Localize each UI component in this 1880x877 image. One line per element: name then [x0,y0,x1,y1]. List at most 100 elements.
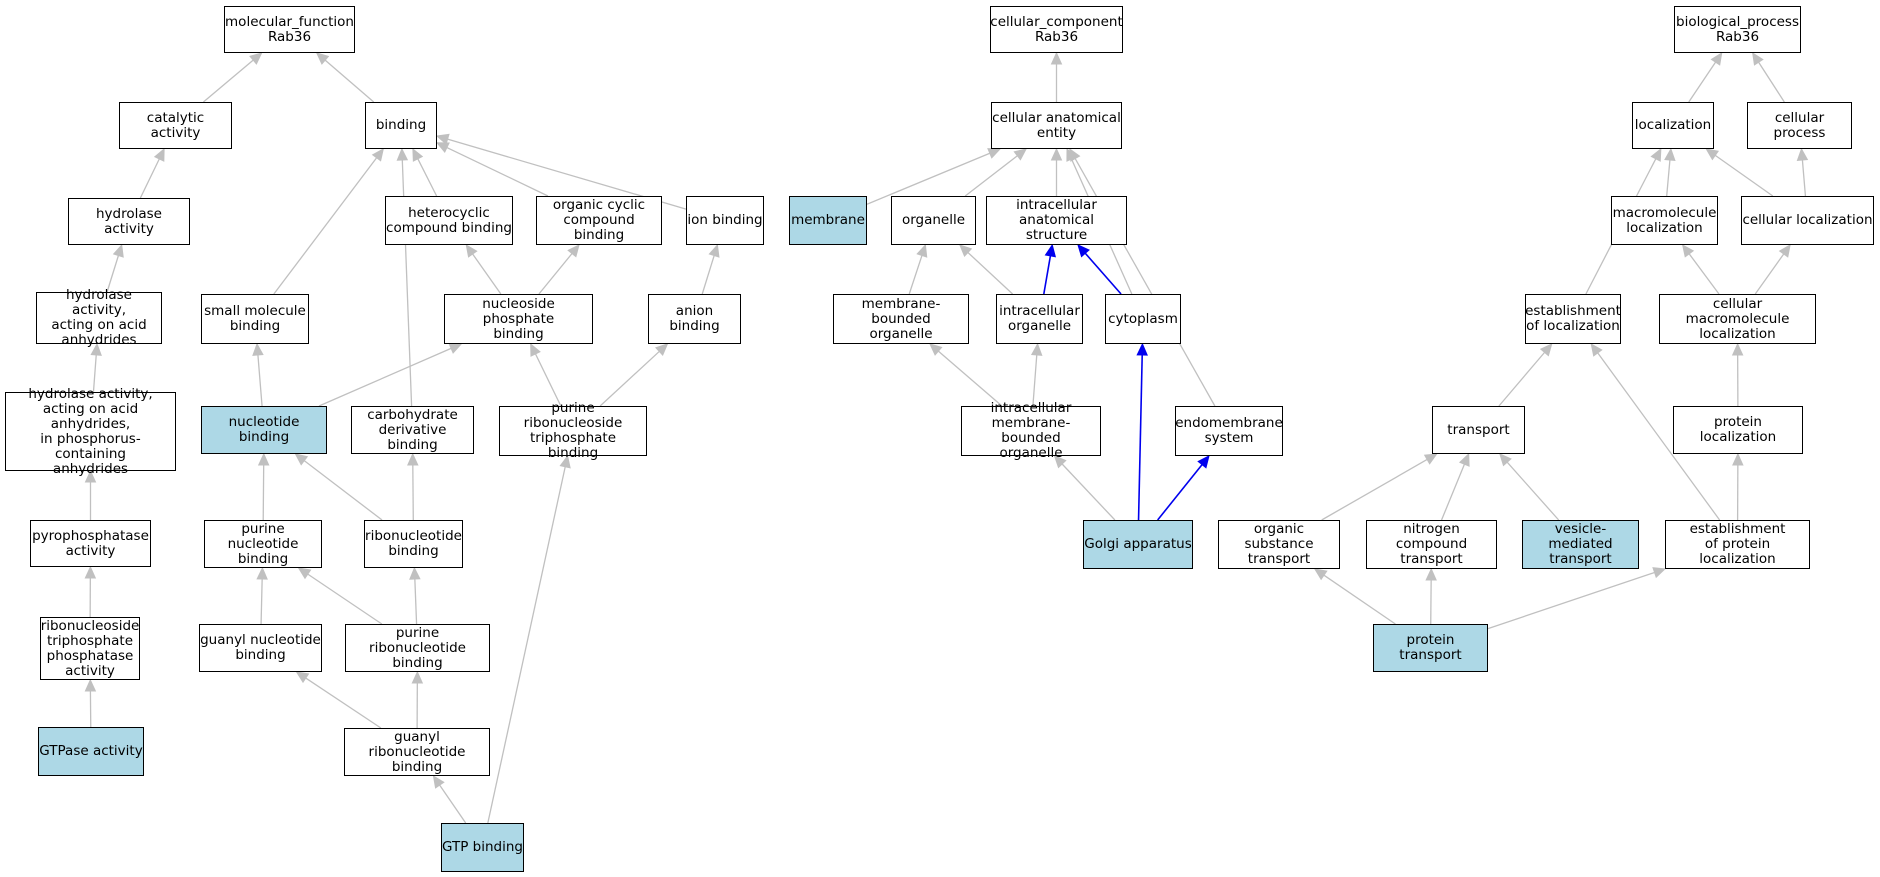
go-term-node-hydrolase[interactable]: hydrolase activity [68,198,190,245]
edge-arrowhead [295,671,310,684]
go-term-node-cae[interactable]: cellular anatomical entity [991,102,1122,149]
edge-ost-to-transport [1321,453,1438,521]
edge-line [866,152,991,205]
edge-arrowhead [435,142,450,153]
go-term-node-orgcyc[interactable]: organic cyclic compound binding [536,196,662,245]
go-term-node-estprot[interactable]: establishment of protein localization [1665,520,1810,569]
edge-vmt-to-transport [1499,453,1560,521]
go-term-node-guanyl[interactable]: guanyl nucleotide binding [199,624,322,672]
edge-gtpase-to-ntpase [84,678,97,728]
go-term-node-bp[interactable]: biological_process Rab36 [1674,6,1801,53]
go-term-node-golgi[interactable]: Golgi apparatus [1083,520,1193,569]
go-term-label: binding [375,117,427,133]
go-term-node-hydro_anh[interactable]: hydrolase activity, acting on acid anhyd… [36,288,162,348]
go-term-node-intorg[interactable]: intracellular organelle [996,294,1083,344]
edge-line [1688,61,1717,103]
go-term-node-transport[interactable]: transport [1432,406,1525,454]
edge-cellproc-to-bp [1752,51,1785,103]
go-term-label: protein transport [1399,632,1462,663]
go-term-node-organelle[interactable]: organelle [891,196,976,245]
edge-golgi-to-imbo [1053,455,1116,521]
go-term-node-cc[interactable]: cellular_component Rab36 [990,6,1123,53]
edge-purribo-to-ribonuc [409,566,421,625]
go-term-node-cytoplasm[interactable]: cytoplasm [1105,294,1181,344]
go-term-node-protloc[interactable]: protein localization [1673,406,1803,454]
go-term-node-loc[interactable]: localization [1632,102,1714,149]
edge-arrowhead [112,243,124,258]
edge-line [307,573,383,625]
edge-line [701,255,715,295]
go-term-node-cellproc[interactable]: cellular process [1747,102,1852,149]
go-term-node-ost[interactable]: organic substance transport [1218,520,1340,569]
go-term-node-mbo[interactable]: membrane-bounded organelle [833,294,969,344]
edge-arrowhead [315,52,330,65]
edge-arrowhead [1731,342,1744,356]
go-term-label: small molecule binding [204,303,306,334]
go-term-label: purine ribonucleoside triphosphate bindi… [523,400,623,461]
edge-arrowhead [411,670,424,684]
go-term-label: cellular_component Rab36 [990,13,1123,45]
go-term-node-hetero[interactable]: heterocyclic compound binding [385,196,513,245]
edge-prtp-to-anion [599,343,669,407]
go-term-node-gtpase[interactable]: GTPase activity [38,727,144,776]
go-term-node-hydro_phos[interactable]: hydrolase activity, acting on acid anhyd… [5,386,176,476]
go-term-node-nucphos[interactable]: nucleoside phosphate binding [444,294,593,344]
edge-line [92,354,97,393]
edge-line [1487,571,1655,630]
go-term-node-purribo[interactable]: purine ribonucleotide binding [345,624,490,672]
go-term-node-ias[interactable]: intracellular anatomical structure [986,196,1127,245]
edge-line [534,353,562,407]
go-term-node-prottrans[interactable]: protein transport [1373,624,1488,672]
edge-line [908,255,923,295]
go-term-node-gtp[interactable]: GTP binding [441,823,524,872]
go-term-label: guanyl ribonucleotide binding [368,728,466,775]
go-term-node-vmt[interactable]: vesicle-mediated transport [1522,520,1639,569]
edge-binding-to-mf [315,52,375,103]
go-term-node-cellloc[interactable]: cellular localization [1741,196,1874,245]
edge-cytoplasm-to-ias [1077,244,1122,295]
edge-arrowhead [90,342,102,356]
go-term-node-anion[interactable]: anion binding [648,294,741,344]
go-term-node-mf[interactable]: molecular_function Rab36 [224,6,355,53]
go-term-node-carbo[interactable]: carbohydrate derivative binding [351,406,474,454]
go-term-node-purnuc[interactable]: purine nucleotide binding [204,520,322,568]
go-term-node-macroloc[interactable]: macromolecule localization [1611,196,1718,245]
edge-line [1084,252,1122,295]
go-term-node-ntpase[interactable]: ribonucleoside triphosphate phosphatase … [40,617,140,680]
edge-arrowhead [84,565,97,579]
go-term-node-nucbind[interactable]: nucleotide binding [201,406,327,454]
edge-line [1157,464,1203,521]
go-term-label: purine nucleotide binding [227,520,299,567]
go-term-node-endo[interactable]: endomembrane system [1175,406,1283,456]
go-term-label: cellular process [1773,109,1826,141]
edge-arrowhead [1044,243,1057,258]
edge-line [1321,458,1428,521]
go-term-node-estloc[interactable]: establishment of localization [1525,294,1621,344]
edge-anion-to-ion [701,243,720,295]
edge-ias-to-cae [1050,147,1063,196]
go-term-node-imbo[interactable]: intracellular membrane-bounded organelle [961,401,1101,461]
go-term-node-smallmol[interactable]: small molecule binding [201,294,309,344]
edge-line [1597,352,1721,521]
edge-line [257,354,263,407]
edge-nucphos-to-orgcyc [538,244,580,295]
edge-arrowhead [1050,147,1063,161]
go-term-node-cmacroloc[interactable]: cellular macromolecule localization [1659,294,1816,344]
edge-arrowhead [153,147,165,162]
edge-arrowhead [256,566,268,580]
go-term-node-ribonuc[interactable]: ribonucleotide binding [364,520,463,568]
go-term-node-pyro[interactable]: pyrophosphatase activity [30,520,151,567]
go-term-node-binding[interactable]: binding [365,102,437,149]
go-term-node-membrane[interactable]: membrane [789,196,867,245]
go-term-node-nct[interactable]: nitrogen compound transport [1366,520,1497,569]
go-term-node-catalytic[interactable]: catalytic activity [119,102,232,149]
edge-arrowhead [1650,147,1662,162]
edge-arrowhead [1069,147,1081,162]
go-term-node-ion[interactable]: ion binding [686,196,764,245]
go-term-label: intracellular membrane-bounded organelle [990,400,1072,461]
edge-orgcyc-to-binding [435,142,549,197]
go-term-node-prtp[interactable]: purine ribonucleoside triphosphate bindi… [499,401,647,461]
go-term-label: intracellular anatomical structure [1016,197,1097,243]
go-term-node-guanribo[interactable]: guanyl ribonucleotide binding [344,728,490,776]
